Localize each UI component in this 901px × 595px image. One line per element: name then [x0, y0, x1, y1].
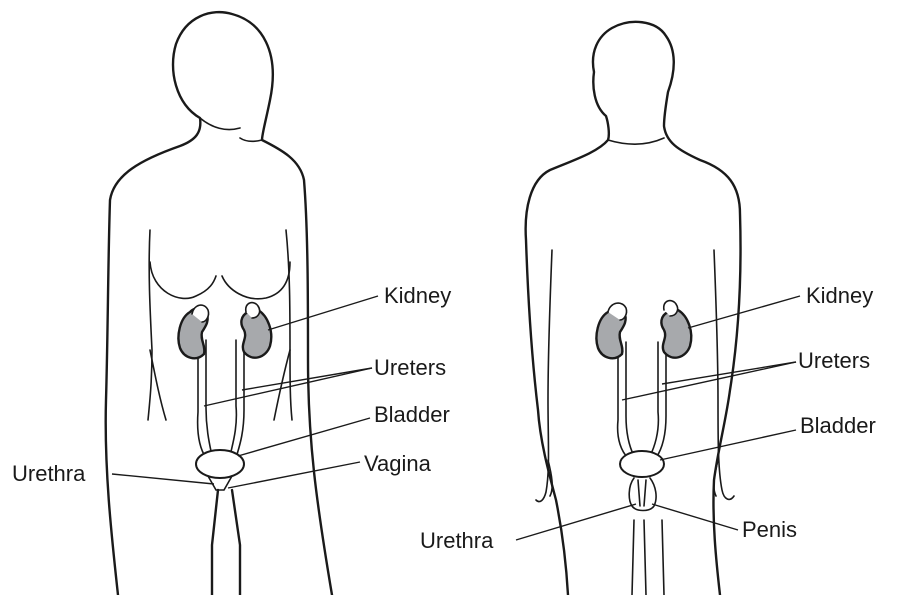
male-penis-label: Penis: [742, 517, 797, 542]
male-left-ureter: [618, 342, 634, 458]
female-kidney-label: Kidney: [384, 283, 451, 308]
female-figure: [106, 12, 332, 595]
female-breasts: [150, 262, 290, 299]
male-left-arm: [536, 250, 552, 502]
male-right-ureter: [650, 342, 666, 458]
female-body-outline: [106, 12, 332, 595]
female-bladder-label: Bladder: [374, 402, 450, 427]
female-vagina-leader: [228, 462, 360, 488]
male-bladder: [620, 451, 664, 477]
male-ureters-leader-b: [662, 362, 796, 384]
male-bladder-label: Bladder: [800, 413, 876, 438]
male-ureters-leader-a: [622, 362, 796, 400]
female-neck-line: [200, 118, 262, 141]
female-urethra-leader: [112, 474, 214, 484]
female-bladder: [196, 450, 244, 478]
female-right-arm: [286, 230, 292, 420]
male-urethra-label: Urethra: [420, 528, 494, 553]
male-kidney-label: Kidney: [806, 283, 873, 308]
male-bladder-leader: [660, 430, 796, 460]
male-body-outline: [526, 22, 741, 595]
male-neck-line: [608, 138, 664, 144]
male-legs: [632, 520, 664, 595]
male-penis-leader: [652, 504, 738, 530]
female-urethra-label: Urethra: [12, 461, 86, 486]
male-penis: [629, 478, 656, 511]
female-bladder-leader: [238, 418, 370, 456]
female-kidney-leader: [268, 296, 378, 330]
male-right-kidney: [661, 309, 691, 357]
female-vagina-label: Vagina: [364, 451, 432, 476]
male-figure: [526, 22, 741, 595]
male-kidney-leader: [688, 296, 800, 328]
male-ureters-label: Ureters: [798, 348, 870, 373]
female-left-arm: [148, 230, 152, 420]
male-urethra-leader: [516, 504, 636, 540]
female-ureters-leader-a: [204, 368, 372, 406]
female-ureters-label: Ureters: [374, 355, 446, 380]
